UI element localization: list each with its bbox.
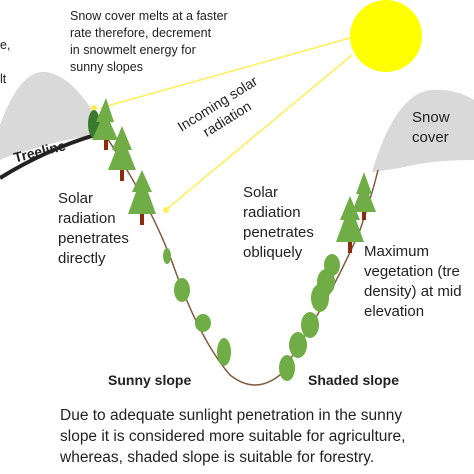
cropped-text-line: e, [0,38,11,52]
sun-ray-to-slope [167,54,353,209]
max-vegetation-label: Maximum vegetation (tre density) at mid … [364,243,462,320]
sun-icon [350,0,422,72]
ray-endpoint [163,207,169,213]
shaded-slope-label: Shaded slope [308,372,400,388]
sunny-slope-label: Sunny slope [108,372,192,388]
snowmelt-note: Snow cover melts at a faster rate theref… [70,9,228,74]
left-mountain [0,71,95,160]
cropped-left-text: e, lt [0,20,10,105]
oblique-radiation-label: Solar radiation penetrates obliquely [243,184,314,261]
sunny-slope-trees [88,98,231,366]
direct-radiation-label: Solar radiation penetrates directly [58,190,129,267]
cropped-text-line: lt [0,72,7,86]
shaded-slope-trees [279,172,376,381]
treeline-ground [0,133,96,180]
valley-profile [94,119,379,386]
snow-cover-label: Snow cover [412,109,450,146]
ray-endpoint [91,105,97,111]
sun-ray-to-treeline [99,37,351,109]
right-mountain [372,89,474,172]
diagram-caption: Due to adequate sunlight penetration in … [60,407,406,466]
